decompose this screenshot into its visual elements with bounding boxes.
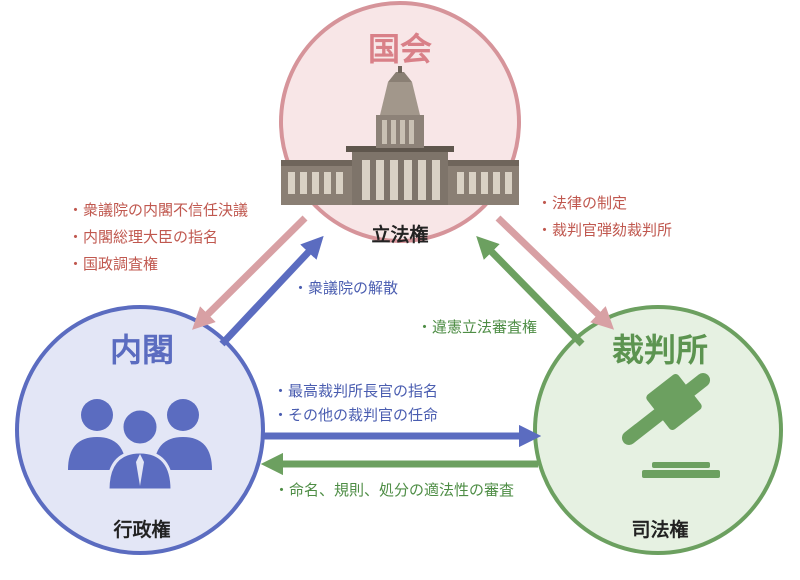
note-diet-to-cabinet-3: ・国政調査権	[68, 255, 158, 273]
note-court-to-cabinet-1: ・命名、規則、処分の適法性の審査	[274, 481, 514, 499]
note-cabinet-to-diet-1: ・衆議院の解散	[293, 279, 398, 297]
court-title: 裁判所	[612, 331, 708, 369]
diet-building-icon	[281, 66, 519, 205]
arrow-diet-to-cabinet	[192, 215, 308, 330]
note-diet-to-cabinet-1: ・衆議院の内閣不信任決議	[68, 201, 248, 219]
people-icon	[68, 399, 212, 492]
note-cabinet-to-court-1: ・最高裁判所長官の指名	[273, 382, 438, 400]
note-diet-to-cabinet-2: ・内閣総理大臣の指名	[68, 228, 218, 246]
cabinet-title: 内閣	[110, 331, 174, 369]
diet-title: 国会	[368, 30, 432, 68]
diet-power-label: 立法権	[371, 223, 428, 246]
arrow-court-to-diet	[476, 236, 585, 347]
arrow-diet-to-court	[495, 215, 615, 330]
note-cabinet-to-court-2: ・その他の裁判官の任命	[273, 406, 438, 424]
cabinet-power-label: 行政権	[112, 518, 170, 541]
note-diet-to-court-1: ・法律の制定	[537, 194, 627, 212]
arrow-cabinet-to-diet	[219, 235, 324, 347]
note-diet-to-court-2: ・裁判官弾劾裁判所	[537, 221, 672, 239]
gavel-icon	[621, 373, 720, 478]
court-power-label: 司法権	[631, 518, 688, 541]
note-court-to-diet-1: ・違憲立法審査権	[417, 318, 537, 336]
